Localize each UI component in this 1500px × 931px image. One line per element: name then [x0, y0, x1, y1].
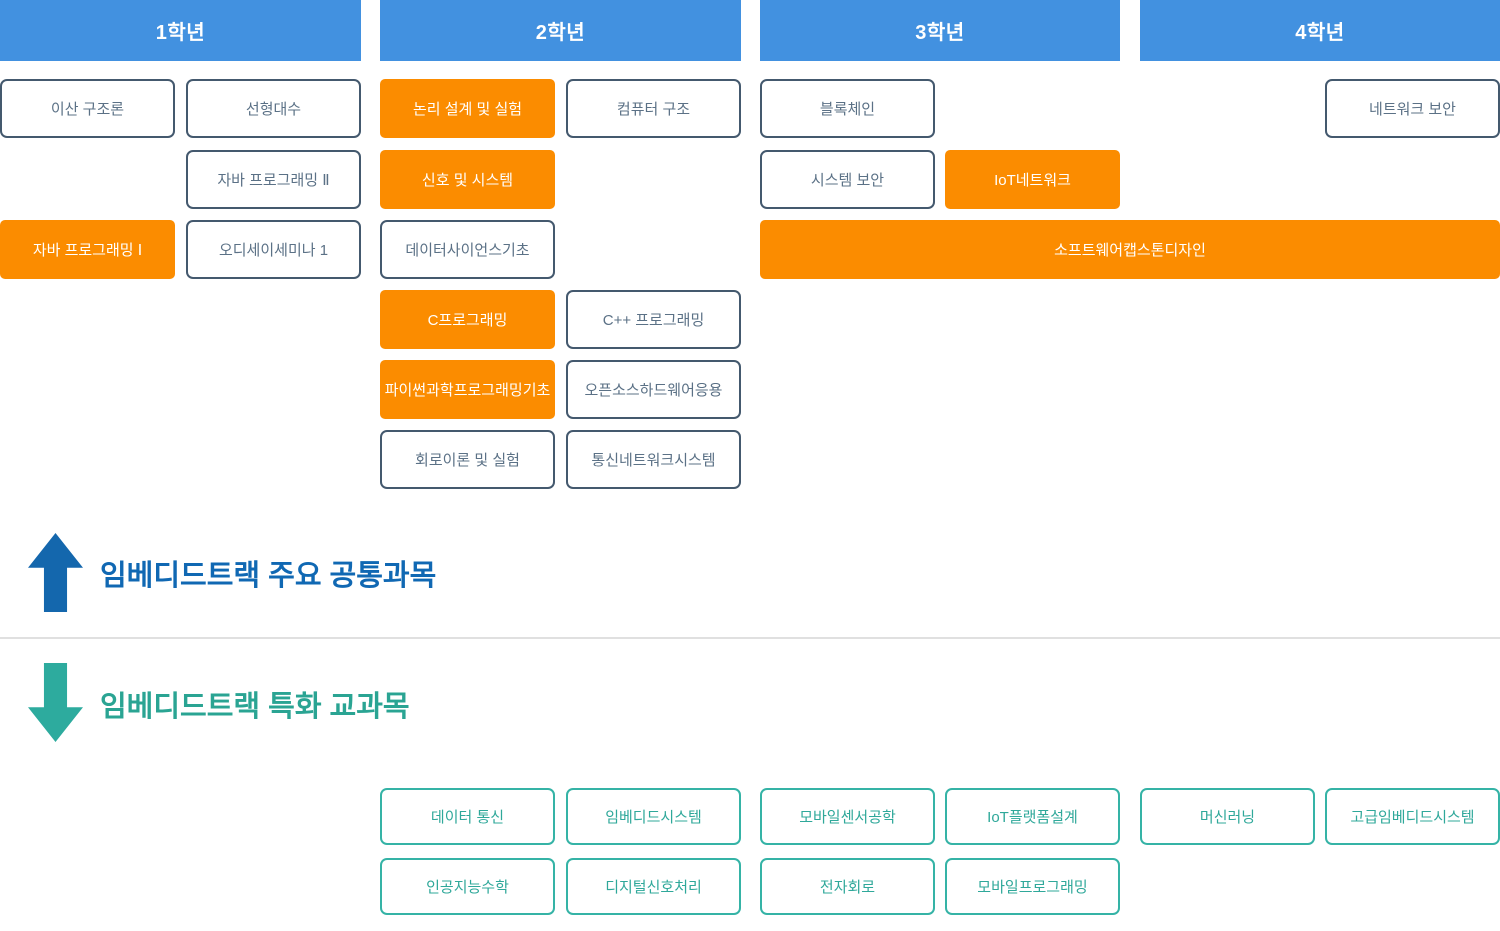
course-blockchain: 블록체인 [760, 79, 935, 138]
course-circuit-theory-lab: 회로이론 및 실험 [380, 430, 555, 489]
section-divider [0, 637, 1500, 639]
course-advanced-embedded-systems: 고급임베디드시스템 [1325, 788, 1500, 845]
year-header-2: 2학년 [380, 0, 741, 61]
course-comm-network-systems: 통신네트워크시스템 [566, 430, 741, 489]
course-electronic-circuits: 전자회로 [760, 858, 935, 915]
course-system-security: 시스템 보안 [760, 150, 935, 209]
course-data-communication: 데이터 통신 [380, 788, 555, 845]
course-odyssey-seminar-1: 오디세이세미나 1 [186, 220, 361, 279]
year-header-3: 3학년 [760, 0, 1120, 61]
course-cpp-programming: C++ 프로그래밍 [566, 290, 741, 349]
course-mobile-programming: 모바일프로그래밍 [945, 858, 1120, 915]
year-header-4: 4학년 [1140, 0, 1500, 61]
course-mobile-sensor-engineering: 모바일센서공학 [760, 788, 935, 845]
course-python-scientific-programming: 파이썬과학프로그래밍기초 [380, 360, 555, 419]
course-iot-platform-design: IoT플랫폼설계 [945, 788, 1120, 845]
course-digital-signal-processing: 디지털신호처리 [566, 858, 741, 915]
up-arrow-icon [28, 533, 83, 612]
course-computer-architecture: 컴퓨터 구조 [566, 79, 741, 138]
year-header-1: 1학년 [0, 0, 361, 61]
course-java-programming-1: 자바 프로그래밍 Ⅰ [0, 220, 175, 279]
common-courses-title: 임베디드트랙 주요 공통과목 [100, 560, 437, 592]
course-discrete-structures: 이산 구조론 [0, 79, 175, 138]
course-embedded-systems: 임베디드시스템 [566, 788, 741, 845]
course-c-programming: C프로그래밍 [380, 290, 555, 349]
course-linear-algebra: 선형대수 [186, 79, 361, 138]
course-machine-learning: 머신러닝 [1140, 788, 1315, 845]
course-ai-math: 인공지능수학 [380, 858, 555, 915]
down-arrow-icon [28, 663, 83, 742]
specialized-courses-title: 임베디드트랙 특화 교과목 [100, 691, 410, 723]
course-data-science-basics: 데이터사이언스기초 [380, 220, 555, 279]
course-software-capstone-design: 소프트웨어캡스톤디자인 [760, 220, 1500, 279]
course-logic-design-lab: 논리 설계 및 실험 [380, 79, 555, 138]
course-open-source-hardware: 오픈소스하드웨어응용 [566, 360, 741, 419]
course-signals-systems: 신호 및 시스템 [380, 150, 555, 209]
course-java-programming-2: 자바 프로그래밍 Ⅱ [186, 150, 361, 209]
course-iot-network: IoT네트워크 [945, 150, 1120, 209]
course-network-security: 네트워크 보안 [1325, 79, 1500, 138]
